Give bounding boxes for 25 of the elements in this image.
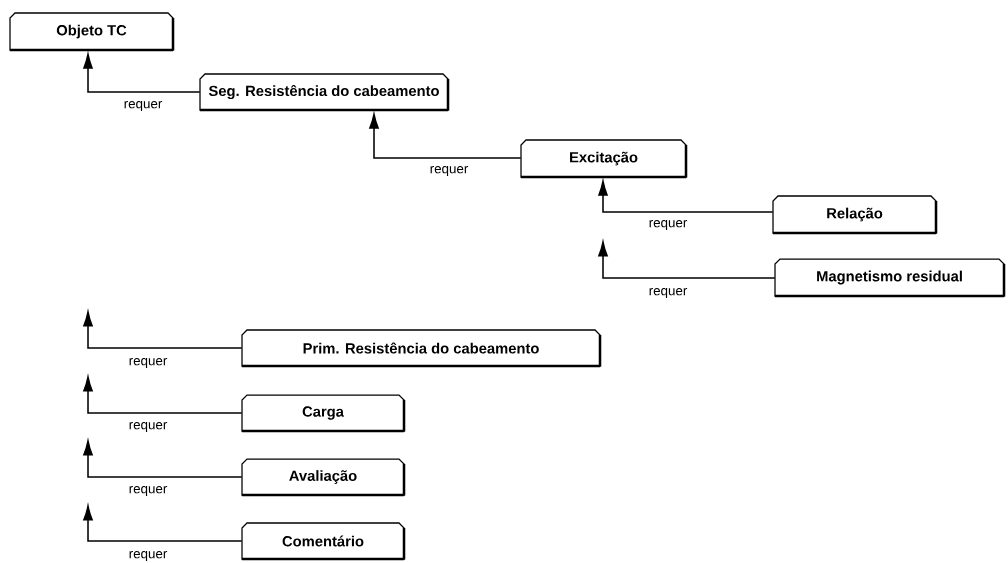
arrow (83, 376, 243, 414)
edge-label: requer (127, 356, 169, 370)
edge-label: requer (122, 99, 164, 113)
rounded-box: Avaliação (241, 458, 406, 497)
edge-label: requer (647, 218, 689, 232)
rounded-box: Magnetismo residual (774, 258, 1006, 298)
rounded-box: Comentário (241, 522, 406, 561)
arrow (598, 241, 776, 279)
edge-label: requer (647, 286, 689, 300)
edge-label: requer (127, 549, 169, 563)
rounded-box: Prim. Resistência do cabeamento (241, 329, 602, 368)
arrow (83, 311, 243, 349)
rounded-box: Seg. Resistência do cabeamento (199, 73, 450, 112)
edge-label: requer (428, 164, 470, 178)
arrow (598, 180, 774, 213)
rounded-box: Objeto TC (9, 12, 175, 52)
arrow (83, 440, 243, 478)
rounded-box: Relação (772, 195, 938, 235)
arrow (83, 505, 243, 542)
edge-label: requer (127, 420, 169, 434)
rounded-box: Carga (241, 394, 406, 433)
edge-label: requer (127, 484, 169, 498)
arrow (369, 113, 522, 159)
arrow (83, 53, 201, 93)
rounded-box: Excitação (520, 139, 688, 179)
